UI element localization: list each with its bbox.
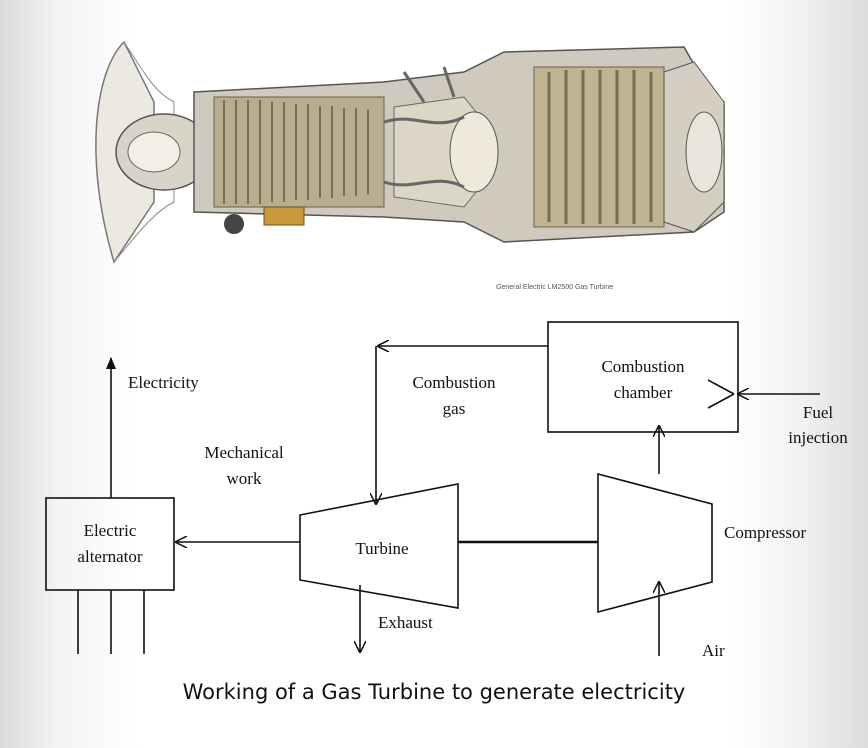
electricity-label: Electricity: [128, 373, 199, 392]
mechanical-work-label-2: work: [227, 469, 262, 488]
combustion-chamber-label-2: chamber: [614, 383, 673, 402]
fuel-injection-label-1: Fuel: [803, 403, 834, 422]
combustion-gas-label-2: gas: [443, 399, 466, 418]
combustion-chamber-box: [547, 321, 739, 433]
exhaust-label: Exhaust: [378, 613, 433, 632]
fuel-injection-label-2: injection: [788, 428, 848, 447]
electric-alternator-label-2: alternator: [77, 547, 142, 566]
photo-caption: General Electric LM2500 Gas Turbine: [496, 284, 614, 291]
gas-turbine-schematic: Electricity Mechanical work Electric alt…: [45, 321, 848, 660]
combustion-chamber-label-1: Combustion: [601, 357, 685, 376]
turbine-label: Turbine: [355, 539, 408, 558]
mechanical-work-label-1: Mechanical: [204, 443, 284, 462]
compressor-shape: [597, 472, 713, 614]
compressor-label: Compressor: [724, 523, 807, 542]
electric-alternator-box: [45, 497, 175, 591]
turbine-shape: [299, 483, 459, 609]
diagram-title: Working of a Gas Turbine to generate ele…: [182, 680, 686, 704]
combustion-gas-label-1: Combustion: [412, 373, 496, 392]
electric-alternator-label-1: Electric: [84, 521, 137, 540]
air-label: Air: [702, 641, 725, 660]
gas-turbine-cutaway-illustration: [95, 40, 725, 264]
